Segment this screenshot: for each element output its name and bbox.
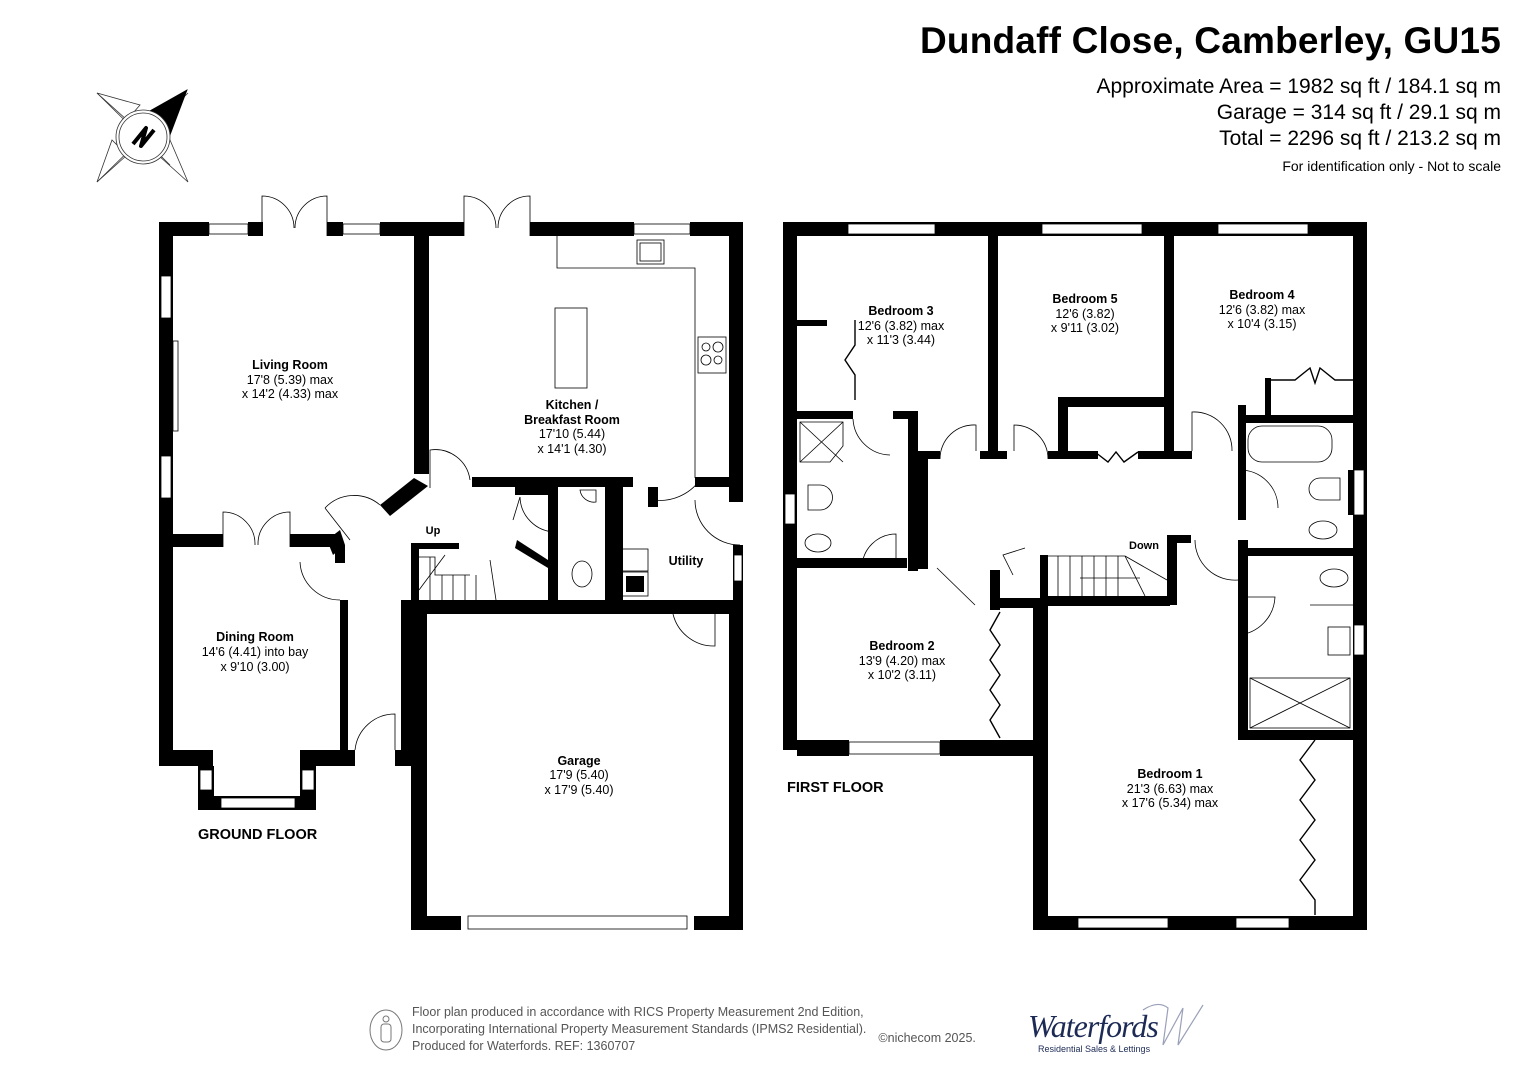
utility-label: Utility <box>669 554 704 568</box>
svg-text:x 10'4 (3.15): x 10'4 (3.15) <box>1227 317 1296 331</box>
copyright: ©nichecom 2025. <box>878 1030 976 1045</box>
disclaimer: For identification only - Not to scale <box>1282 158 1501 174</box>
living-room-label: Living Room 17'8 (5.39) max x 14'2 (4.33… <box>242 358 339 401</box>
svg-text:13'9 (4.20) max: 13'9 (4.20) max <box>859 654 946 668</box>
first-floor-label: FIRST FLOOR <box>787 780 884 796</box>
svg-text:x 14'2 (4.33) max: x 14'2 (4.33) max <box>242 387 339 401</box>
logo-tagline: Residential Sales & Lettings <box>1038 1044 1151 1054</box>
area-summary: Approximate Area = 1982 sq ft / 184.1 sq… <box>1097 74 1502 152</box>
svg-text:x 10'2 (3.11): x 10'2 (3.11) <box>868 668 936 682</box>
garage-label: Garage 17'9 (5.40) x 17'9 (5.40) <box>544 754 613 797</box>
svg-text:Bedroom 4: Bedroom 4 <box>1229 288 1294 302</box>
svg-text:17'10 (5.44): 17'10 (5.44) <box>539 427 605 441</box>
bedroom-2-label: Bedroom 2 13'9 (4.20) max x 10'2 (3.11) <box>859 639 946 682</box>
svg-text:12'6 (3.82) max: 12'6 (3.82) max <box>858 319 945 333</box>
svg-text:Bedroom 5: Bedroom 5 <box>1052 292 1117 306</box>
svg-text:Bedroom 3: Bedroom 3 <box>868 304 933 318</box>
svg-text:x 17'6 (5.34) max: x 17'6 (5.34) max <box>1122 796 1219 810</box>
total-area: Total = 2296 sq ft / 213.2 sq m <box>1219 127 1501 150</box>
north-arrow-icon <box>96 89 189 183</box>
svg-text:Living Room: Living Room <box>252 358 328 372</box>
svg-text:Utility: Utility <box>669 554 704 568</box>
ipms-person-icon <box>369 1009 403 1050</box>
svg-text:Garage: Garage <box>557 754 600 768</box>
bedroom-5-label: Bedroom 5 12'6 (3.82) x 9'11 (3.02) <box>1051 292 1119 335</box>
stairs-down-label: Down <box>1129 540 1159 552</box>
svg-text:Breakfast Room: Breakfast Room <box>524 413 620 427</box>
bedroom-4-label: Bedroom 4 12'6 (3.82) max x 10'4 (3.15) <box>1219 288 1306 331</box>
property-title: Dundaff Close, Camberley, GU15 <box>919 20 1501 61</box>
svg-text:12'6 (3.82) max: 12'6 (3.82) max <box>1219 303 1306 317</box>
svg-text:x 14'1 (4.30): x 14'1 (4.30) <box>537 442 606 456</box>
logo-brand: Waterfords <box>1028 1008 1159 1044</box>
bedroom-3-label: Bedroom 3 12'6 (3.82) max x 11'3 (3.44) <box>858 304 945 347</box>
svg-text:21'3 (6.63) max: 21'3 (6.63) max <box>1127 782 1214 796</box>
ground-floor-plan <box>159 195 743 930</box>
bedroom-1-label: Bedroom 1 21'3 (6.63) max x 17'6 (5.34) … <box>1122 767 1219 810</box>
first-floor-plan <box>783 222 1367 930</box>
svg-text:12'6 (3.82): 12'6 (3.82) <box>1055 307 1114 321</box>
footer-line-3: Produced for Waterfords. REF: 1360707 <box>412 1039 636 1053</box>
svg-text:Bedroom 2: Bedroom 2 <box>869 639 934 653</box>
dining-room-label: Dining Room 14'6 (4.41) into bay x 9'10 … <box>202 630 309 674</box>
footer: Floor plan produced in accordance with R… <box>368 1004 976 1055</box>
svg-text:x 17'9 (5.40): x 17'9 (5.40) <box>544 783 613 797</box>
svg-text:x 9'10 (3.00): x 9'10 (3.00) <box>220 660 289 674</box>
kitchen-label: Kitchen / Breakfast Room 17'10 (5.44) x … <box>524 398 620 456</box>
footer-line-2: Incorporating International Property Mea… <box>412 1022 867 1036</box>
garage-area: Garage = 314 sq ft / 29.1 sq m <box>1216 101 1501 124</box>
footer-line-1: Floor plan produced in accordance with R… <box>412 1005 864 1019</box>
svg-text:x 9'11 (3.02): x 9'11 (3.02) <box>1051 321 1119 335</box>
svg-text:14'6 (4.41) into bay: 14'6 (4.41) into bay <box>202 645 309 659</box>
svg-text:Dining Room: Dining Room <box>216 630 294 644</box>
svg-text:17'9 (5.40): 17'9 (5.40) <box>549 768 608 782</box>
waterfords-logo: Waterfords Residential Sales & Lettings <box>1028 1000 1208 1060</box>
svg-text:Kitchen /: Kitchen / <box>546 398 599 412</box>
svg-text:x 11'3 (3.44): x 11'3 (3.44) <box>867 333 935 347</box>
svg-text:17'8 (5.39) max: 17'8 (5.39) max <box>247 373 334 387</box>
svg-text:Bedroom 1: Bedroom 1 <box>1137 767 1202 781</box>
stairs-up-label: Up <box>426 525 441 537</box>
waterfords-w-mark-icon <box>1142 1003 1204 1046</box>
ground-floor-label: GROUND FLOOR <box>198 827 318 843</box>
approximate-area: Approximate Area = 1982 sq ft / 184.1 sq… <box>1096 75 1502 98</box>
